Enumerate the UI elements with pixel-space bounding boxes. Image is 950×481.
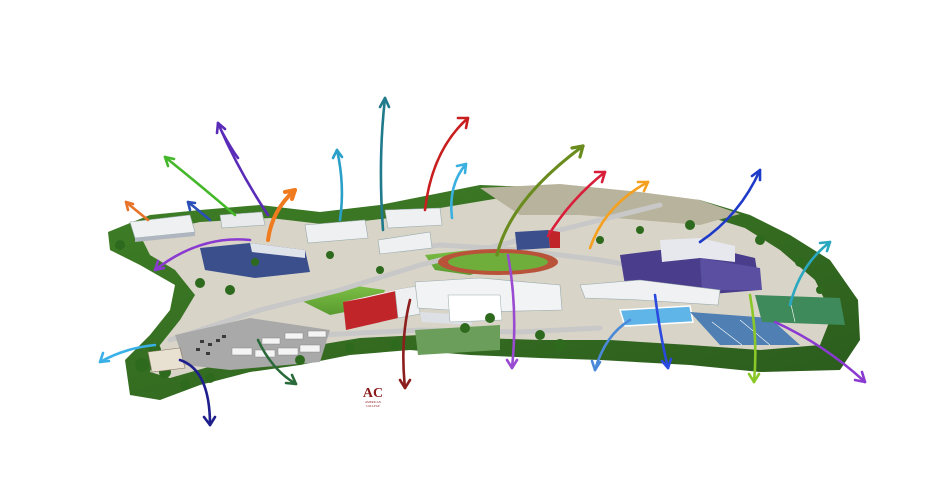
arrow-blue-bottom xyxy=(653,293,673,370)
building-left-2 xyxy=(219,211,266,229)
arrow-lightblue-bottom xyxy=(590,318,632,372)
arrow-red-right xyxy=(546,170,607,238)
hill-scrub xyxy=(480,184,740,225)
buildings xyxy=(129,207,762,355)
arrow-darkgreen-bottom xyxy=(256,338,298,386)
arrow-cyan-right xyxy=(788,240,832,307)
arrow-teal-tall xyxy=(378,96,391,232)
arrow-purple-bottomleft xyxy=(153,238,252,272)
running-track xyxy=(438,249,558,275)
logo-line2: COLLEGE xyxy=(366,404,380,408)
arrow-blue-left xyxy=(186,200,212,222)
arrow-lime-bottom xyxy=(747,293,761,384)
arrow-red-top xyxy=(423,116,470,212)
arrow-darkred-bottom xyxy=(398,298,412,390)
main-road xyxy=(167,202,663,343)
logo-line1: AMERICAN xyxy=(365,400,382,404)
building-left-1 xyxy=(129,214,196,242)
arrow-orange-left xyxy=(124,200,150,222)
arrow-blue-right xyxy=(698,168,762,244)
arrow-teal-1 xyxy=(331,148,344,222)
villa-bottom-left xyxy=(147,347,186,373)
parking-lot xyxy=(175,318,330,370)
building-small-upper xyxy=(515,230,560,250)
building-right-low xyxy=(579,279,721,306)
building-gym xyxy=(415,325,500,355)
swimming-pool xyxy=(618,305,694,327)
arrow-navy-bottom xyxy=(178,358,217,427)
american-college-logo: AC AMERICAN COLLEGE xyxy=(360,380,386,410)
building-complex-mid xyxy=(304,207,443,255)
arrow-orange-mid xyxy=(266,188,297,242)
arrow-olive xyxy=(495,144,585,257)
arrow-orange-right xyxy=(588,180,650,250)
arrow-violet-bottom xyxy=(505,253,519,370)
arrow-skyblue xyxy=(450,162,468,220)
logo-monogram: AC xyxy=(363,386,383,401)
arrow-purple-bottomright xyxy=(773,320,867,384)
arrow-green-left xyxy=(163,155,237,217)
arrow-skyblue-left xyxy=(98,343,157,364)
annotation-arrows xyxy=(98,96,867,427)
arrow-purple-top xyxy=(215,121,270,217)
tennis-courts xyxy=(690,295,845,346)
building-red xyxy=(343,285,421,330)
